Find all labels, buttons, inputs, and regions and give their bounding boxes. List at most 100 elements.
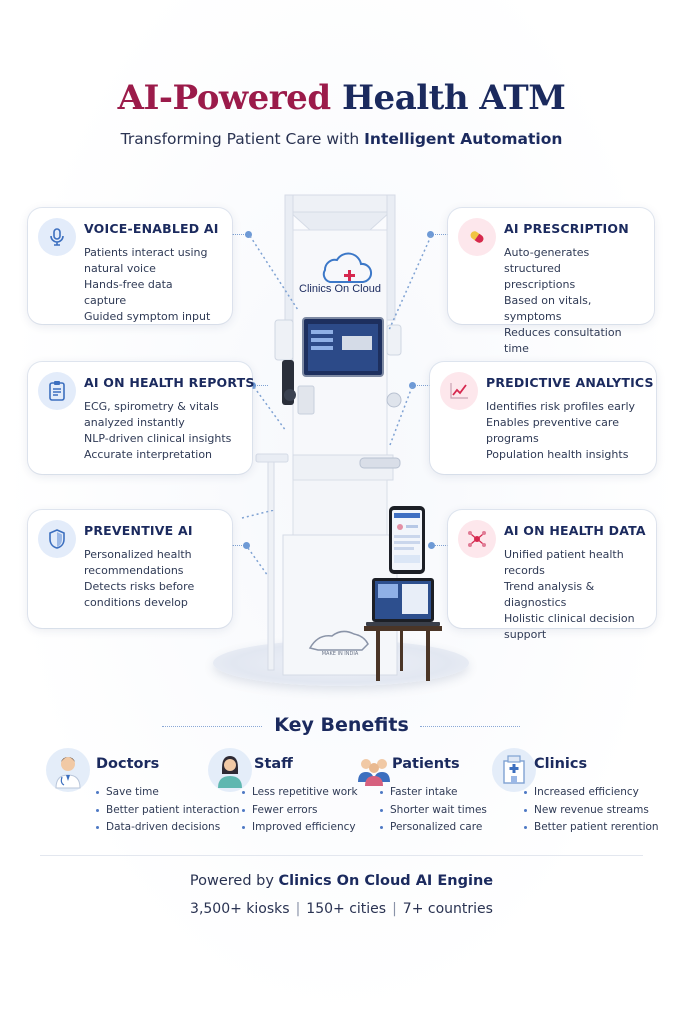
connector-dot [428,542,435,549]
clinic-building-icon [492,748,536,792]
benefit-item: Save time [96,784,240,802]
benefit-item: Fewer errors [242,802,358,820]
shield-icon [38,520,76,558]
feature-line: Unified patient health records [504,548,624,577]
feature-line: Hands-free data capture [84,278,173,307]
benefits-title: Key Benefits [274,714,409,736]
benefit-item: Improved efficiency [242,819,358,837]
kiosk-base-label: MAKE IN INDIA [322,651,359,657]
feature-line: Accurate interpretation [84,448,213,461]
feature-title: AI ON HEALTH REPORTS [84,375,255,390]
stats-line: 3,500+ kiosks|150+ cities|7+ countries [0,901,683,917]
feature-line: Holistic clinical decision [504,612,635,625]
connector-reports-diag [253,386,287,432]
feature-line: support [504,628,547,641]
benefit-item: Shorter wait times [380,802,487,820]
benefit-item: Personalized care [380,819,487,837]
connector-predictive [412,385,430,386]
feature-card-prescription: AI PRESCRIPTION Auto-generates structure… [448,208,654,355]
doctor-avatar-icon [46,748,90,792]
feature-line: Personalized health [84,548,192,561]
stat-separator: | [392,901,397,917]
connector-data [432,545,448,546]
page-title: AI-Powered Health ATM [0,78,683,118]
feature-title: PREDICTIVE ANALYTICS [486,375,654,390]
feature-line: natural voice [84,262,156,275]
benefit-item: Data-driven decisions [96,819,240,837]
kiosk-brand: Clinics On Cloud [299,283,381,295]
feature-title: PREVENTIVE AI [84,523,193,538]
connector-dot [243,542,250,549]
patients-group-icon [352,748,396,792]
feature-line: conditions develop [84,596,188,609]
connector-dot [249,382,256,389]
benefit-title: Staff [254,756,293,772]
powered-prefix: Powered by [189,873,274,889]
connector-dot [409,382,416,389]
cloud-logo-icon [322,252,372,283]
benefits-divider-right [420,726,520,727]
feature-line: prescriptions [504,278,576,291]
feature-card-predictive: PREDICTIVE ANALYTICS Identifies risk pro… [430,362,656,474]
feature-line: Population health insights [486,448,629,461]
stat-countries: 7+ countries [402,901,493,917]
connector-dot [245,231,252,238]
connector-voice [232,234,248,235]
benefit-item: Better patient interaction [96,802,240,820]
connector-prescription [432,234,448,235]
feature-line: Detects risks before [84,580,195,593]
feature-line: recommendations [84,564,184,577]
feature-title: AI ON HEALTH DATA [504,523,646,538]
network-icon [458,520,496,558]
feature-line: Auto-generates structured [504,246,590,275]
feature-line: NLP-driven clinical insights [84,432,232,445]
connector-voice-diag [249,235,299,311]
benefit-title: Doctors [96,756,160,772]
benefit-item: Better patient rerention [524,819,659,837]
feature-line: Guided symptom input [84,310,211,323]
connector-preventive [232,545,248,546]
feature-title: AI PRESCRIPTION [504,221,629,236]
trend-chart-icon [440,372,478,410]
feature-line: Based on vitals, symptoms [504,294,592,323]
make-in-india-lion-icon [308,630,369,651]
benefit-title: Clinics [534,756,588,772]
tablet-device [389,506,425,574]
feature-line: Reduces consultation time [504,326,622,355]
stat-kiosks: 3,500+ kiosks [190,901,290,917]
connector-prescription-diag [388,235,432,331]
benefit-item: Less repetitive work [242,784,358,802]
microphone-icon [38,218,76,256]
stat-separator: | [295,901,301,917]
clipboard-icon [38,372,76,410]
subtitle-text: Transforming Patient Care with [120,130,360,148]
connector-predictive-diag [389,386,413,446]
feature-card-reports: AI ON HEALTH REPORTS ECG, spirometry & v… [28,362,255,474]
page-subtitle: Transforming Patient Care with Intellige… [0,130,683,148]
feature-line: Enables preventive care programs [486,416,619,445]
connector-reports [252,385,268,386]
title-main: Health ATM [341,78,566,118]
connector-preventive-diag [241,510,275,577]
benefit-item: New revenue streams [524,802,659,820]
capsule-icon [458,218,496,256]
subtitle-emphasis: Intelligent Automation [364,130,563,148]
feature-line: Identifies risk profiles early [486,400,636,413]
feature-line: ECG, spirometry & vitals [84,400,219,413]
laptop-on-table [364,578,442,681]
title-highlight: AI-Powered [117,78,331,118]
feature-title: VOICE-ENABLED AI [84,221,219,236]
powered-engine-name: Clinics On Cloud AI Engine [278,873,494,889]
benefit-title: Patients [392,756,460,772]
feature-card-preventive: PREVENTIVE AI Personalized health recomm… [28,510,232,628]
feature-line: Trend analysis & diagnostics [504,580,595,609]
feature-line: analyzed instantly [84,416,185,429]
feature-line: Patients interact using [84,246,208,259]
feature-card-data: AI ON HEALTH DATA Unified patient health… [448,510,656,641]
feature-card-voice: VOICE-ENABLED AI Patients interact using… [28,208,232,324]
powered-by: Powered by Clinics On Cloud AI Engine [0,873,683,889]
benefit-item: Increased efficiency [524,784,659,802]
benefits-divider-left [162,726,262,727]
connector-dot [427,231,434,238]
